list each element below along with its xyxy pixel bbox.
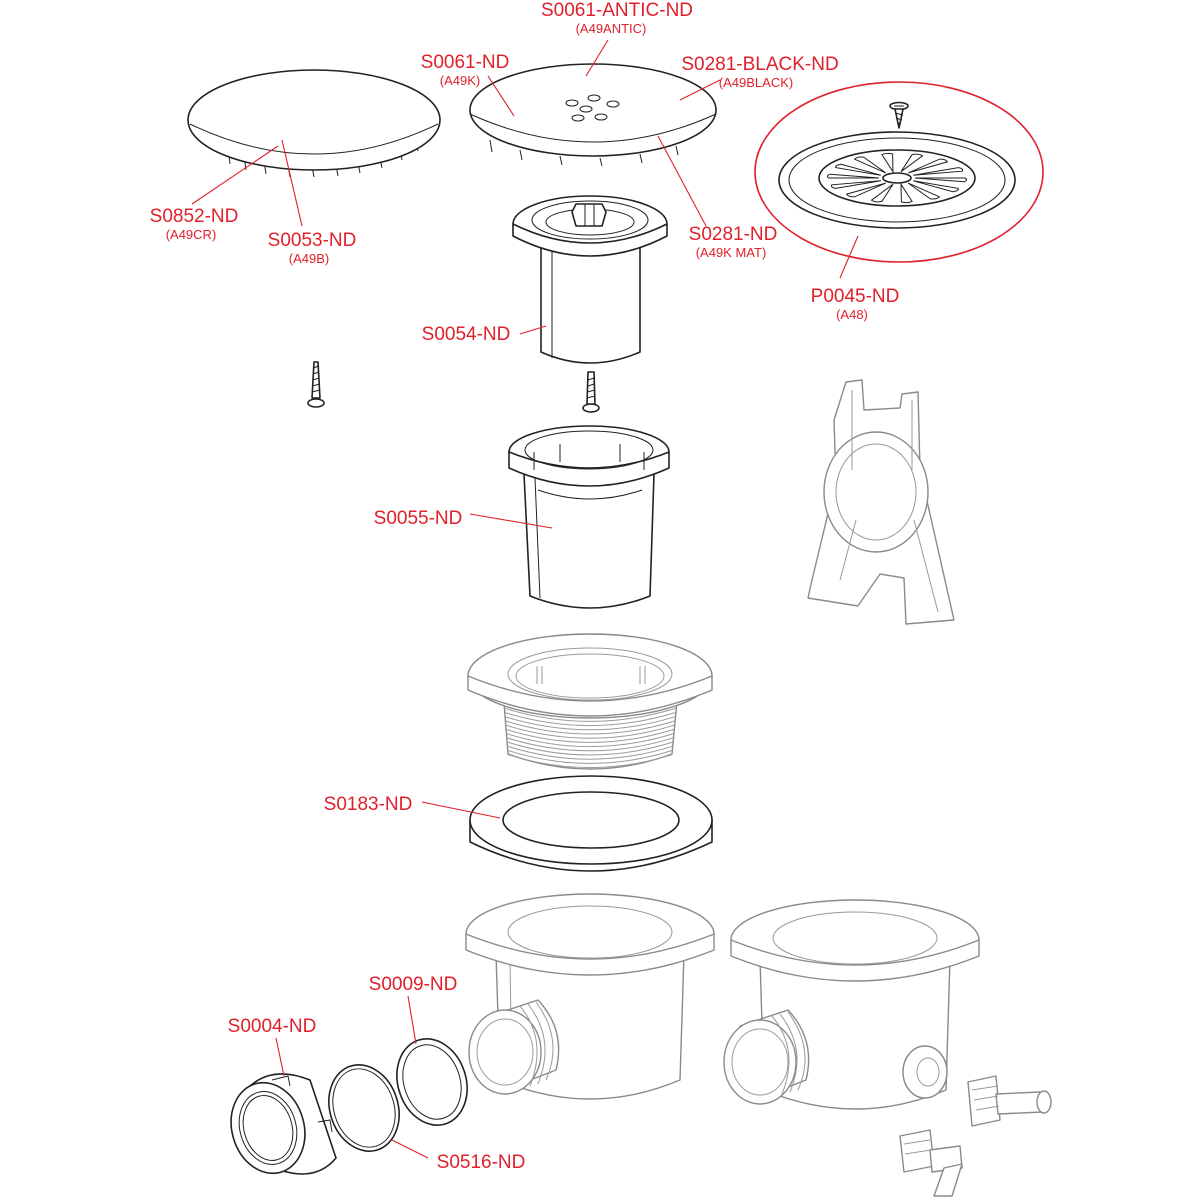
label-s0183: S0183-ND <box>324 794 413 815</box>
drain-body-right <box>723 899 980 1110</box>
hose-fitting-icon <box>967 1075 1052 1127</box>
label-s0061-antic: S0061-ANTIC-ND <box>541 0 693 21</box>
flange-thread <box>467 633 713 770</box>
label-s0281: S0281-ND <box>689 224 778 245</box>
cup-s0055 <box>508 425 670 609</box>
label-p0045-sub: (A48) <box>836 307 868 322</box>
label-s0281-sub: (A49K MAT) <box>696 245 767 260</box>
label-s0054: S0054-ND <box>422 324 511 345</box>
cap-s0852 <box>187 69 441 178</box>
label-s0061: S0061-ND <box>421 52 510 73</box>
cap-holes <box>565 94 620 122</box>
label-s0055: S0055-ND <box>374 508 463 529</box>
screw-left <box>307 361 325 408</box>
label-s0516: S0516-ND <box>437 1152 526 1173</box>
label-p0045: P0045-ND <box>811 286 900 307</box>
cap-s0061 <box>469 63 717 167</box>
label-s0061-sub: (A49K) <box>440 73 480 88</box>
installation-key-icon <box>807 379 955 625</box>
ring-s0516 <box>328 1064 400 1152</box>
label-s0852: S0852-ND <box>150 206 239 227</box>
drain-grate-icon <box>826 152 968 204</box>
nut-s0004 <box>230 1073 337 1175</box>
label-s0004: S0004-ND <box>228 1016 317 1037</box>
screw-icon <box>889 101 909 129</box>
ring-s0009 <box>396 1038 468 1126</box>
label-s0009: S0009-ND <box>369 974 458 995</box>
label-s0281-black: S0281-BLACK-ND <box>681 54 838 75</box>
drain-body-left <box>465 893 715 1100</box>
label-s0281-black-sub: (A49BLACK) <box>719 75 793 90</box>
gasket-s0183 <box>469 775 713 872</box>
leader-lines <box>191 39 859 1159</box>
label-s0852-sub: (A49CR) <box>166 227 217 242</box>
label-s0061-antic-sub: (A49ANTIC) <box>576 21 647 36</box>
part-labels: S0061-ANTIC-ND (A49ANTIC) S0061-ND (A49K… <box>150 0 900 1173</box>
hose-fitting-elbow <box>899 1129 963 1197</box>
label-s0053-sub: (A49B) <box>289 251 329 266</box>
label-s0053: S0053-ND <box>268 230 357 251</box>
insert-s0054 <box>512 195 668 364</box>
screw-center <box>582 371 600 413</box>
grate-p0045 <box>754 81 1044 263</box>
highlight-ring <box>754 81 1044 263</box>
